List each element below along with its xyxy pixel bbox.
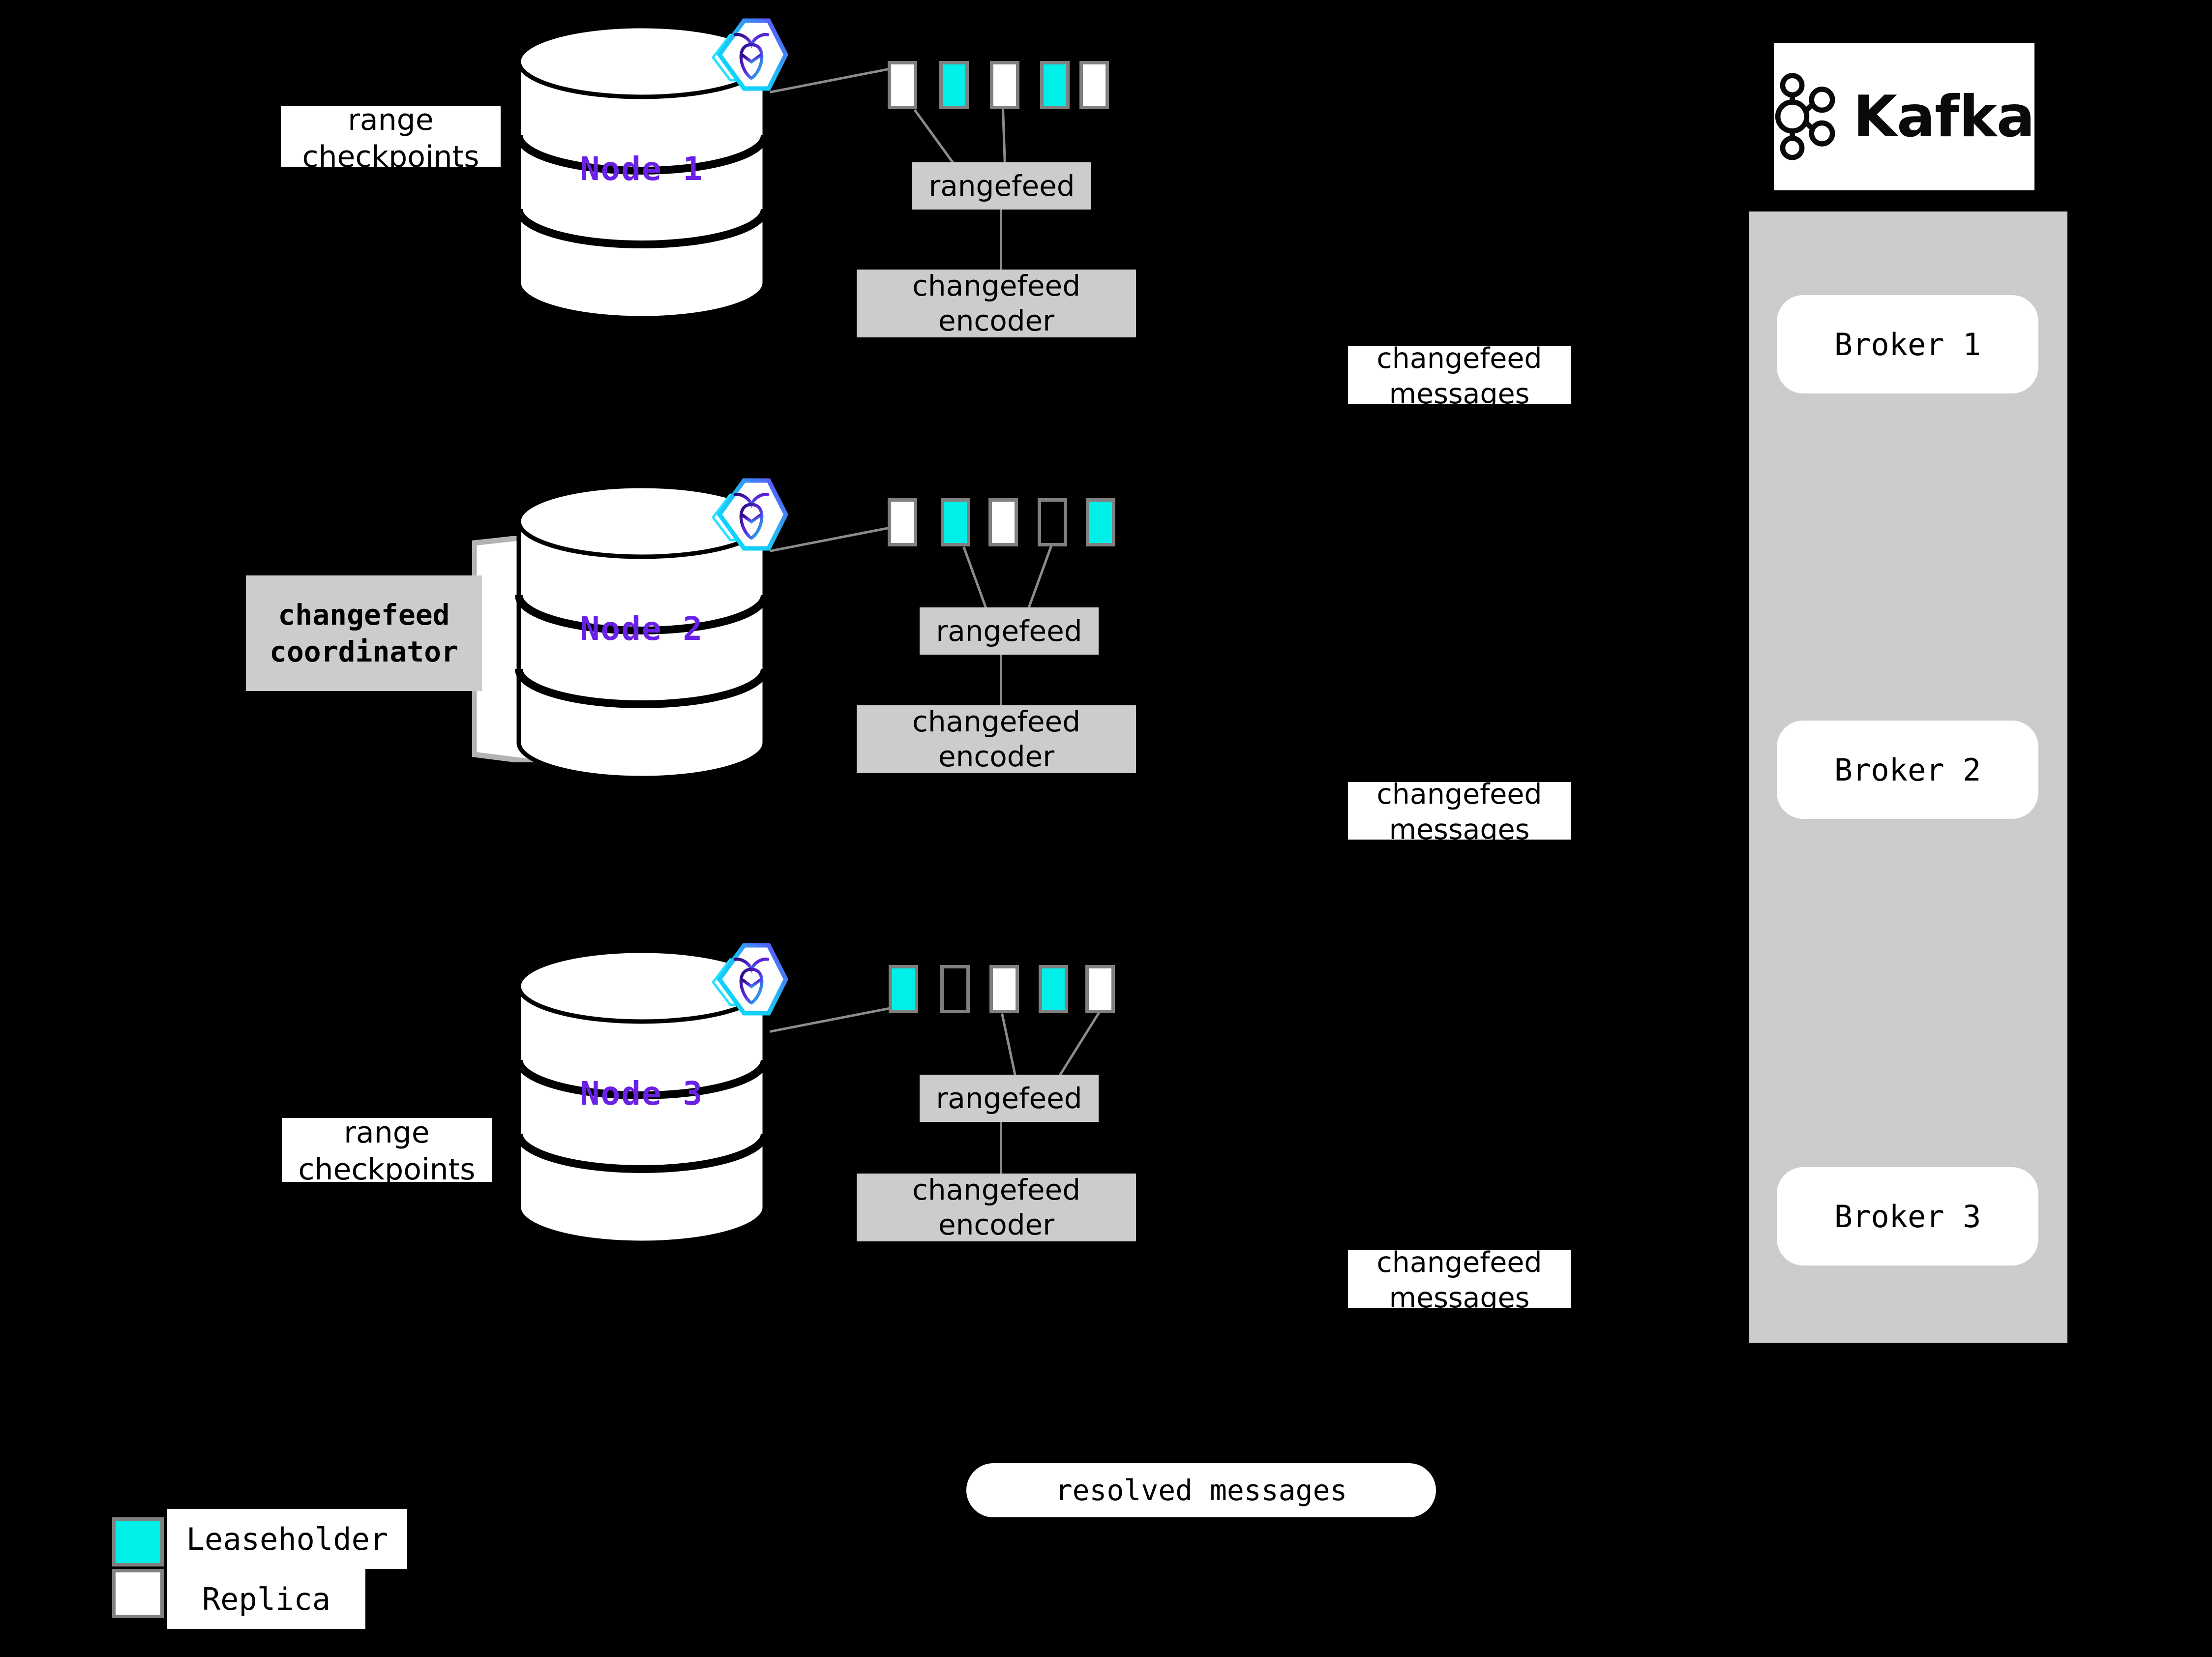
- kafka-broker-2-label: Broker 2: [1834, 752, 1981, 788]
- node3-range-checkpoints-label: range checkpoints: [282, 1118, 492, 1182]
- node3-range-checkpoints-line1: range: [344, 1118, 430, 1150]
- node2-rangefeed-label: rangefeed: [936, 614, 1082, 648]
- node3-messages-line1: changefeed: [1376, 1250, 1542, 1279]
- node2-label: Node 2: [580, 610, 704, 648]
- node1-rangefeed-box[interactable]: rangefeed: [912, 162, 1091, 210]
- node3-changefeed-encoder-box[interactable]: changefeed encoder: [857, 1173, 1136, 1241]
- node2-changefeed-coordinator-box[interactable]: changefeed coordinator: [246, 575, 482, 691]
- resolved-messages-pill[interactable]: resolved messages: [966, 1463, 1436, 1517]
- node1-messages-line1: changefeed: [1376, 346, 1542, 375]
- node3-cockroachdb-hexagon-icon: [707, 932, 796, 1028]
- kafka-broker-1[interactable]: Broker 1: [1777, 295, 2038, 393]
- kafka-broker-3-label: Broker 3: [1834, 1198, 1981, 1235]
- node1-range0-to-rangefeed-line: [913, 109, 957, 167]
- node2-cylinder-shape: [515, 484, 769, 781]
- node1-cockroachdb-hexagon-icon: [707, 7, 796, 103]
- node2-cylinder[interactable]: Node 2: [514, 484, 770, 784]
- node3-range-0[interactable]: [889, 965, 918, 1013]
- node2-encoder-line2: encoder: [938, 740, 1055, 773]
- node2-range-1[interactable]: [941, 498, 970, 546]
- node1-changefeed-messages-label: changefeed messages: [1348, 346, 1571, 404]
- node3-label: Node 3: [580, 1075, 704, 1113]
- node2-rangefeed-box[interactable]: rangefeed: [920, 607, 1099, 655]
- node1-encoder-line2: encoder: [938, 304, 1055, 337]
- node1-range-checkpoints-label: range checkpoints: [281, 106, 501, 167]
- node1-cylinder[interactable]: Node 1: [514, 25, 770, 325]
- legend-replica-text: Replica: [202, 1581, 331, 1617]
- node1-rangefeed-to-encoder-line: [1000, 210, 1002, 271]
- node3-range-3[interactable]: [1039, 965, 1068, 1013]
- node1-cylinder-shape: [515, 25, 769, 321]
- node1-range-checkpoints-line2: checkpoints: [302, 140, 479, 167]
- legend-label-replica: Replica: [167, 1569, 365, 1629]
- node1-range-checkpoints-line1: range: [348, 106, 434, 137]
- node2-changefeed-encoder-box[interactable]: changefeed encoder: [857, 705, 1136, 773]
- node1-messages-line2: messages: [1389, 377, 1530, 404]
- node3-cylinder-shape: [515, 949, 769, 1245]
- node3-range2-to-rangefeed-line: [1001, 1013, 1018, 1084]
- kafka-broker-3[interactable]: Broker 3: [1777, 1167, 2038, 1265]
- node1-encoder-line1: changefeed: [912, 269, 1081, 303]
- legend-leaseholder-text: Leaseholder: [186, 1521, 389, 1557]
- node2-coordinator-line1: changefeed: [278, 598, 450, 632]
- node3-range-4[interactable]: [1085, 965, 1115, 1013]
- kafka-wordmark: Kafka: [1853, 83, 2035, 150]
- node3-range-1[interactable]: [940, 965, 970, 1013]
- node2-changefeed-messages-label: changefeed messages: [1348, 782, 1571, 840]
- node3-cylinder[interactable]: Node 3: [514, 949, 770, 1249]
- kafka-logo-icon: [1775, 73, 1835, 160]
- node1-range2-to-rangefeed-line: [1002, 109, 1007, 169]
- node3-encoder-line2: encoder: [938, 1208, 1055, 1241]
- node2-coordinator-line2: coordinator: [269, 634, 459, 668]
- node1-label: Node 1: [580, 150, 704, 188]
- legend-label-leaseholder: Leaseholder: [167, 1509, 407, 1569]
- node3-messages-line2: messages: [1389, 1281, 1530, 1308]
- node2-range-0[interactable]: [888, 498, 917, 546]
- kafka-broker-1-label: Broker 1: [1834, 326, 1981, 362]
- node2-range-4[interactable]: [1086, 498, 1115, 546]
- node3-rangefeed-box[interactable]: rangefeed: [920, 1075, 1099, 1122]
- node2-messages-line2: messages: [1389, 813, 1530, 840]
- node3-encoder-line1: changefeed: [912, 1173, 1081, 1207]
- legend-swatch-leaseholder: [112, 1517, 164, 1567]
- node1-range-2[interactable]: [990, 61, 1019, 109]
- legend-swatch-replica: [112, 1569, 164, 1618]
- kafka-broker-2[interactable]: Broker 2: [1777, 721, 2038, 819]
- node3-rangefeed-label: rangefeed: [936, 1081, 1082, 1115]
- resolved-messages-label: resolved messages: [1055, 1474, 1347, 1507]
- node2-range-2[interactable]: [988, 498, 1018, 546]
- node2-encoder-line1: changefeed: [912, 705, 1081, 739]
- node3-range-checkpoints-line2: checkpoints: [298, 1152, 476, 1182]
- node1-rangefeed-label: rangefeed: [928, 169, 1075, 203]
- node1-range-4[interactable]: [1079, 61, 1109, 109]
- node2-range1-to-rangefeed-line: [962, 546, 990, 618]
- node1-range-3[interactable]: [1040, 61, 1070, 109]
- node1-range-0[interactable]: [888, 61, 917, 109]
- node3-range-2[interactable]: [989, 965, 1019, 1013]
- node3-changefeed-messages-label: changefeed messages: [1348, 1250, 1571, 1308]
- node2-range3-to-rangefeed-line: [1024, 545, 1052, 617]
- node2-messages-line1: changefeed: [1376, 782, 1542, 811]
- node1-changefeed-encoder-box[interactable]: changefeed encoder: [857, 269, 1136, 337]
- node2-range-3[interactable]: [1038, 498, 1067, 546]
- kafka-logo-box: Kafka: [1774, 43, 2035, 190]
- node1-range-1[interactable]: [939, 61, 969, 109]
- node2-cockroachdb-hexagon-icon: [707, 467, 796, 563]
